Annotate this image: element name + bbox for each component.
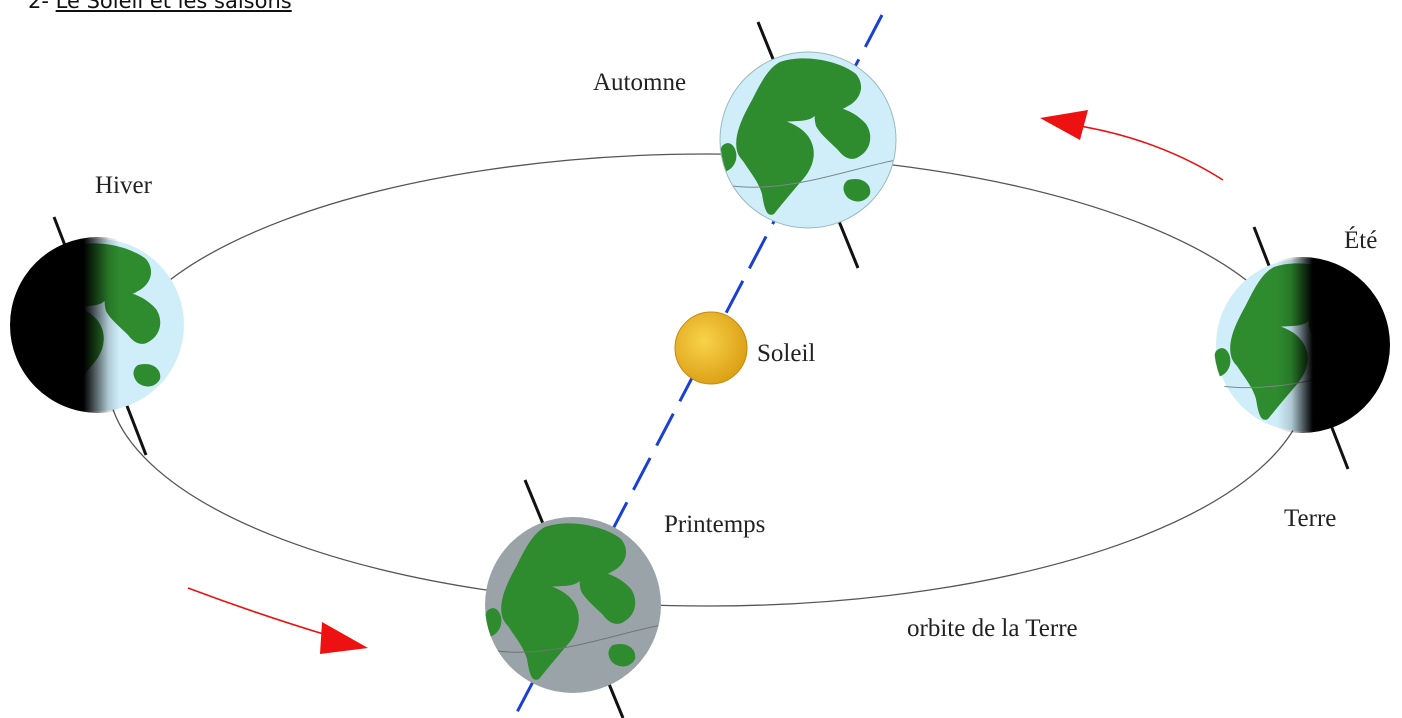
globe-spring [485, 479, 661, 718]
label-orbit: orbite de la Terre [907, 615, 1078, 642]
globe-autumn [719, 21, 897, 269]
page-title: 2- Le Soleil et les saisons [28, 0, 292, 13]
globe-winter [10, 216, 186, 456]
sun [674, 311, 748, 385]
label-earth: Terre [1284, 505, 1336, 532]
section-number: 2- [28, 0, 49, 13]
direction-arrow-bottom [187, 587, 368, 654]
label-spring: Printemps [664, 511, 765, 538]
globe-summer [1214, 226, 1390, 470]
label-winter: Hiver [95, 172, 153, 199]
direction-arrow-top [1040, 110, 1224, 181]
label-summer: Été [1344, 226, 1377, 254]
label-sun: Soleil [757, 340, 815, 367]
label-autumn: Automne [593, 69, 686, 96]
section-title: Le Soleil et les saisons [55, 0, 292, 13]
